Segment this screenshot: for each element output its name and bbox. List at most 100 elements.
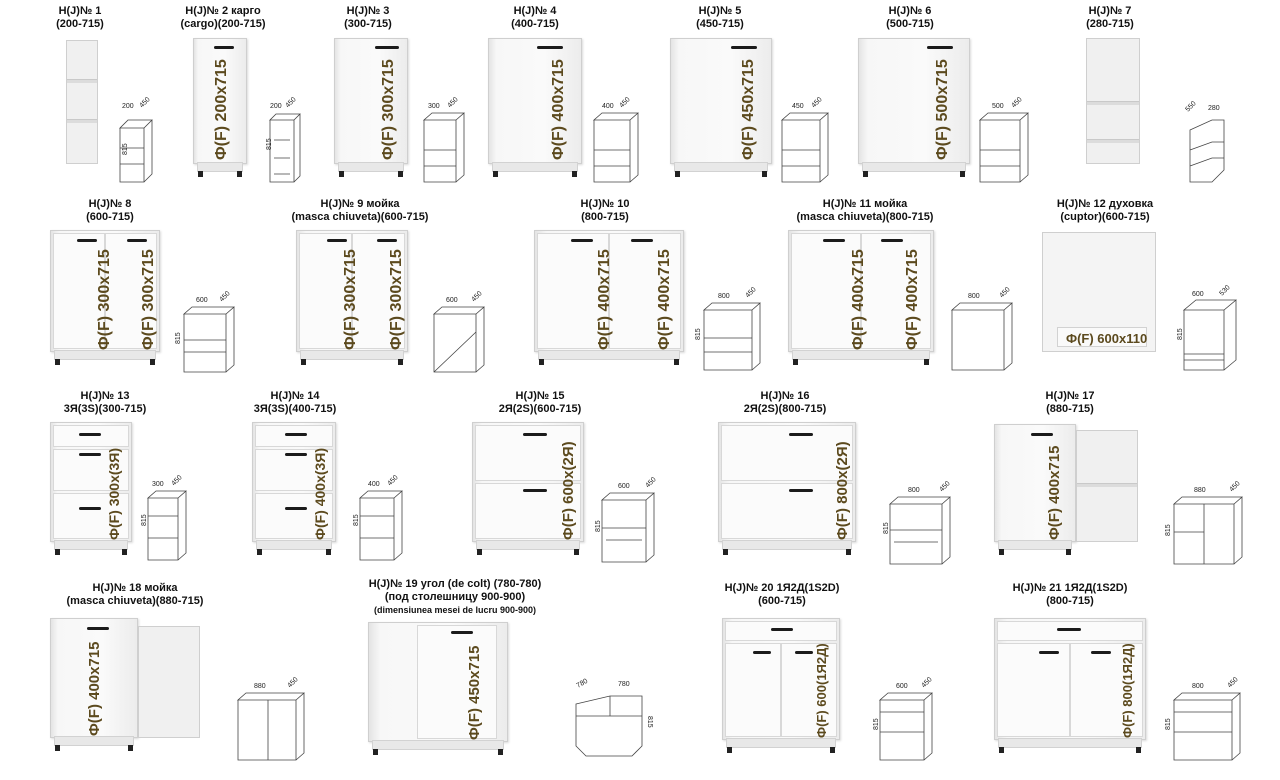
front-label: Ф(F) 450x715 bbox=[740, 59, 757, 160]
dim-depth: 450 bbox=[170, 474, 183, 487]
cabinet-front bbox=[296, 230, 408, 365]
dimension-drawing: 300 450 815 bbox=[136, 474, 191, 565]
dim-width: 500 bbox=[992, 103, 1004, 110]
front-label: Ф(F) 600x(2Я) bbox=[560, 441, 577, 540]
dim-depth: 450 bbox=[810, 96, 823, 109]
dimension-drawing: 800 450 815 bbox=[880, 480, 960, 569]
dimension-drawing: 600 450 815 bbox=[168, 290, 243, 377]
dim-height: 815 bbox=[646, 716, 653, 728]
dim-width: 300 bbox=[428, 103, 440, 110]
cabinet-front bbox=[994, 618, 1146, 753]
dim-height: 815 bbox=[122, 143, 129, 155]
dim-depth: 450 bbox=[938, 480, 951, 493]
dimension-drawing: 880 450 815 bbox=[1162, 480, 1252, 569]
dim-depth: 550 bbox=[1184, 100, 1197, 113]
dim-depth: 450 bbox=[386, 474, 399, 487]
dim-width: 800 bbox=[908, 487, 920, 494]
dimension-drawing: 600 450 bbox=[420, 290, 495, 377]
item-title: H(J)№ 6(500-715) bbox=[886, 5, 934, 30]
dim-width: 800 bbox=[968, 293, 980, 300]
dimension-drawing: 500 450 bbox=[972, 96, 1034, 185]
front-label: Ф(F) 450x715 bbox=[466, 645, 483, 740]
dim-depth: 450 bbox=[218, 290, 231, 303]
front-label-right: Ф(F) 300x715 bbox=[388, 249, 405, 350]
dim-width: 200 bbox=[270, 103, 282, 110]
front-label: Ф(F) 400x(3Я) bbox=[312, 447, 328, 540]
front-label: Ф(F) 300x(3Я) bbox=[106, 447, 122, 540]
dim-depth: 450 bbox=[446, 96, 459, 109]
dimension-drawing: 880 450 bbox=[226, 676, 316, 765]
dim-height: 815 bbox=[1177, 328, 1184, 340]
dim-width: 400 bbox=[368, 481, 380, 488]
dim-width: 600 bbox=[1192, 291, 1204, 298]
dimension-drawing: 800 450 815 bbox=[688, 286, 768, 375]
dim-width: 880 bbox=[1194, 487, 1206, 494]
cabinet-front bbox=[368, 622, 508, 755]
cabinet-open-section bbox=[1076, 430, 1138, 542]
dimension-drawing: 600 450 815 bbox=[870, 676, 945, 765]
dim-depth: 450 bbox=[1010, 96, 1023, 109]
front-label-right: Ф(F) 400x715 bbox=[904, 249, 921, 350]
cabinet-front bbox=[50, 230, 160, 365]
dim-height: 815 bbox=[175, 332, 182, 344]
dim-depth: 450 bbox=[618, 96, 631, 109]
item-title: H(J)№ 5(450-715) bbox=[696, 5, 744, 30]
cabinet-front bbox=[488, 38, 582, 177]
dimension-drawing: 400 450 bbox=[588, 96, 643, 185]
dim-depth: 450 bbox=[920, 676, 933, 689]
dim-width: 400 bbox=[602, 103, 614, 110]
front-label-right: Ф(F) 300x715 bbox=[140, 249, 157, 350]
item-title: H(J)№ 19 угол (de colt) (780-780) (под с… bbox=[368, 578, 542, 615]
cabinet-front bbox=[788, 230, 934, 365]
dimension-drawing: 780 780 815 bbox=[570, 676, 660, 761]
cabinet-front bbox=[718, 422, 856, 555]
dim-width: 450 bbox=[792, 103, 804, 110]
dim-height: 815 bbox=[595, 520, 602, 532]
front-label: Ф(F) 500x715 bbox=[934, 59, 951, 160]
dimension-drawing: 300 450 bbox=[418, 96, 468, 185]
dim-width: 880 bbox=[254, 683, 266, 690]
item-title: H(J)№ 11 мойка(masca chiuveta)(800-715) bbox=[796, 198, 934, 223]
dim-depth: 450 bbox=[1228, 480, 1241, 493]
front-label-left: Ф(F) 300x715 bbox=[342, 249, 359, 350]
dim-depth: 530 bbox=[1218, 284, 1231, 297]
item-title: H(J)№ 8(600-715) bbox=[86, 198, 134, 223]
front-label: Ф(F) 800x(2Я) bbox=[834, 441, 851, 540]
front-label-left: Ф(F) 400x715 bbox=[850, 249, 867, 350]
item-title: H(J)№ 10(800-715) bbox=[580, 198, 630, 223]
cabinet-front bbox=[50, 422, 132, 555]
dimension-drawing: 550 280 bbox=[1176, 100, 1231, 185]
item-title: H(J)№ 21 1Я2Д(1S2D)(800-715) bbox=[1012, 582, 1128, 607]
dim-depth: 450 bbox=[138, 96, 151, 109]
front-label: Ф(F) 600(1Я2Д) bbox=[814, 643, 829, 738]
dimension-drawing: 200 450 815 bbox=[256, 96, 306, 185]
dim-width: 300 bbox=[152, 481, 164, 488]
item-title: H(J)№ 12 духовка(cuptor)(600-715) bbox=[1056, 198, 1154, 223]
item-title: H(J)№ 2 карго(cargo)(200-715) bbox=[180, 5, 266, 30]
item-title: H(J)№ 18 мойка(masca chiuveta)(880-715) bbox=[66, 582, 204, 607]
dim-height: 815 bbox=[353, 514, 360, 526]
dimension-drawing: 400 450 815 bbox=[348, 474, 408, 565]
dim-height: 815 bbox=[1165, 524, 1172, 536]
dim-depth: 450 bbox=[470, 290, 483, 303]
dim-height: 815 bbox=[266, 138, 273, 150]
front-label: Ф(F) 400x715 bbox=[550, 59, 567, 160]
dim-width: 600 bbox=[896, 683, 908, 690]
dim-width: 280 bbox=[1208, 105, 1220, 112]
wireframe-svg: 200 450 815 bbox=[119, 96, 153, 183]
dim-depth: 450 bbox=[1226, 676, 1239, 689]
dim-height: 815 bbox=[695, 328, 702, 340]
front-label: Ф(F) 200x715 bbox=[213, 59, 230, 160]
dim-width: 200 bbox=[122, 103, 134, 110]
item-title: H(J)№ 9 мойка(masca chiuveta)(600-715) bbox=[291, 198, 429, 223]
cabinet-front bbox=[193, 38, 247, 177]
front-label: Ф(F) 400x715 bbox=[86, 641, 103, 736]
item-title: H(J)№ 4(400-715) bbox=[511, 5, 559, 30]
dim-height: 815 bbox=[141, 514, 148, 526]
cabinet-front bbox=[858, 38, 970, 177]
front-label: Ф(F) 400x715 bbox=[1046, 445, 1063, 540]
cabinet-front bbox=[534, 230, 684, 365]
dim-width: 600 bbox=[196, 297, 208, 304]
